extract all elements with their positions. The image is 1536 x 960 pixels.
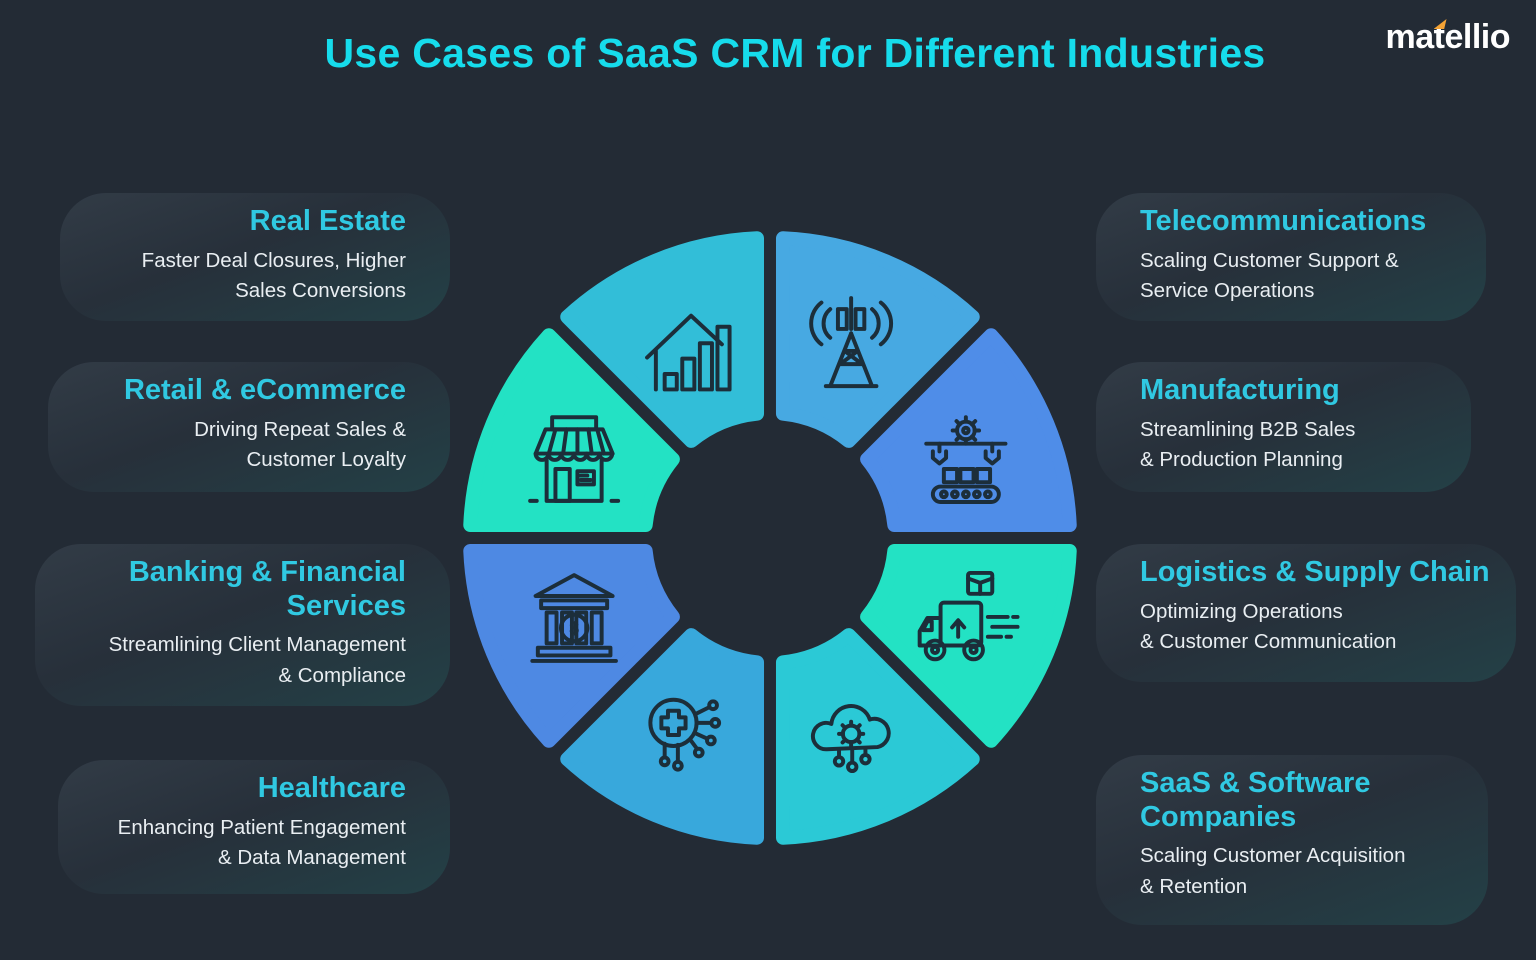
wheel-segment-telecommunications [775,231,980,448]
page-title: Use Cases of SaaS CRM for Different Indu… [324,30,1266,76]
industry-description: Faster Deal Closures, Higher Sales Conve… [141,248,406,303]
industry-heading: Manufacturing [1140,374,1340,406]
industry-card-logistics-supply-chain: Logistics & Supply Chain Optimizing Oper… [1096,544,1516,682]
wheel-segment-saas [775,628,980,845]
matellio-logo: matellio [1385,18,1511,57]
industry-card-real-estate: Real Estate Faster Deal Closures, Higher… [60,193,450,321]
industry-description: Streamlining Client Management & Complia… [108,633,406,687]
industry-heading: Logistics & Supply Chain [1140,556,1490,588]
wheel-segment-healthcare [560,628,765,845]
industry-description: Scaling Customer Acquisition & Retention [1140,844,1406,898]
industry-description: Streamlining B2B Sales & Production Plan… [1140,417,1356,472]
logo-text: matellio [1385,18,1511,56]
industry-card-manufacturing: Manufacturing Streamlining B2B Sales & P… [1096,362,1471,492]
industry-heading: Real Estate [249,205,406,237]
industry-description: Optimizing Operations & Customer Communi… [1140,599,1397,654]
industry-heading: SaaS & Software Companies [1140,767,1371,833]
industry-heading: Banking & Financial Services [128,556,406,622]
industry-card-saas-software: SaaS & Software Companies Scaling Custom… [1096,755,1488,925]
industry-heading: Healthcare [257,772,406,804]
industry-description: Driving Repeat Sales & Customer Loyalty [194,417,406,472]
industry-heading: Retail & eCommerce [123,374,406,406]
industry-card-healthcare: Healthcare Enhancing Patient Engagement … [58,760,450,894]
industry-card-telecommunications: Telecommunications Scaling Customer Supp… [1096,193,1486,321]
industry-description: Enhancing Patient Engagement & Data Mana… [117,815,406,870]
industry-card-retail-ecommerce: Retail & eCommerce Driving Repeat Sales … [48,362,450,492]
logo-accent-triangle-icon [1433,19,1447,29]
industry-wheel: $ [463,231,1077,845]
industry-card-banking-financial: Banking & Financial Services Streamlinin… [35,544,450,706]
industry-description: Scaling Customer Support & Service Opera… [1140,248,1399,303]
industry-heading: Telecommunications [1140,205,1427,237]
